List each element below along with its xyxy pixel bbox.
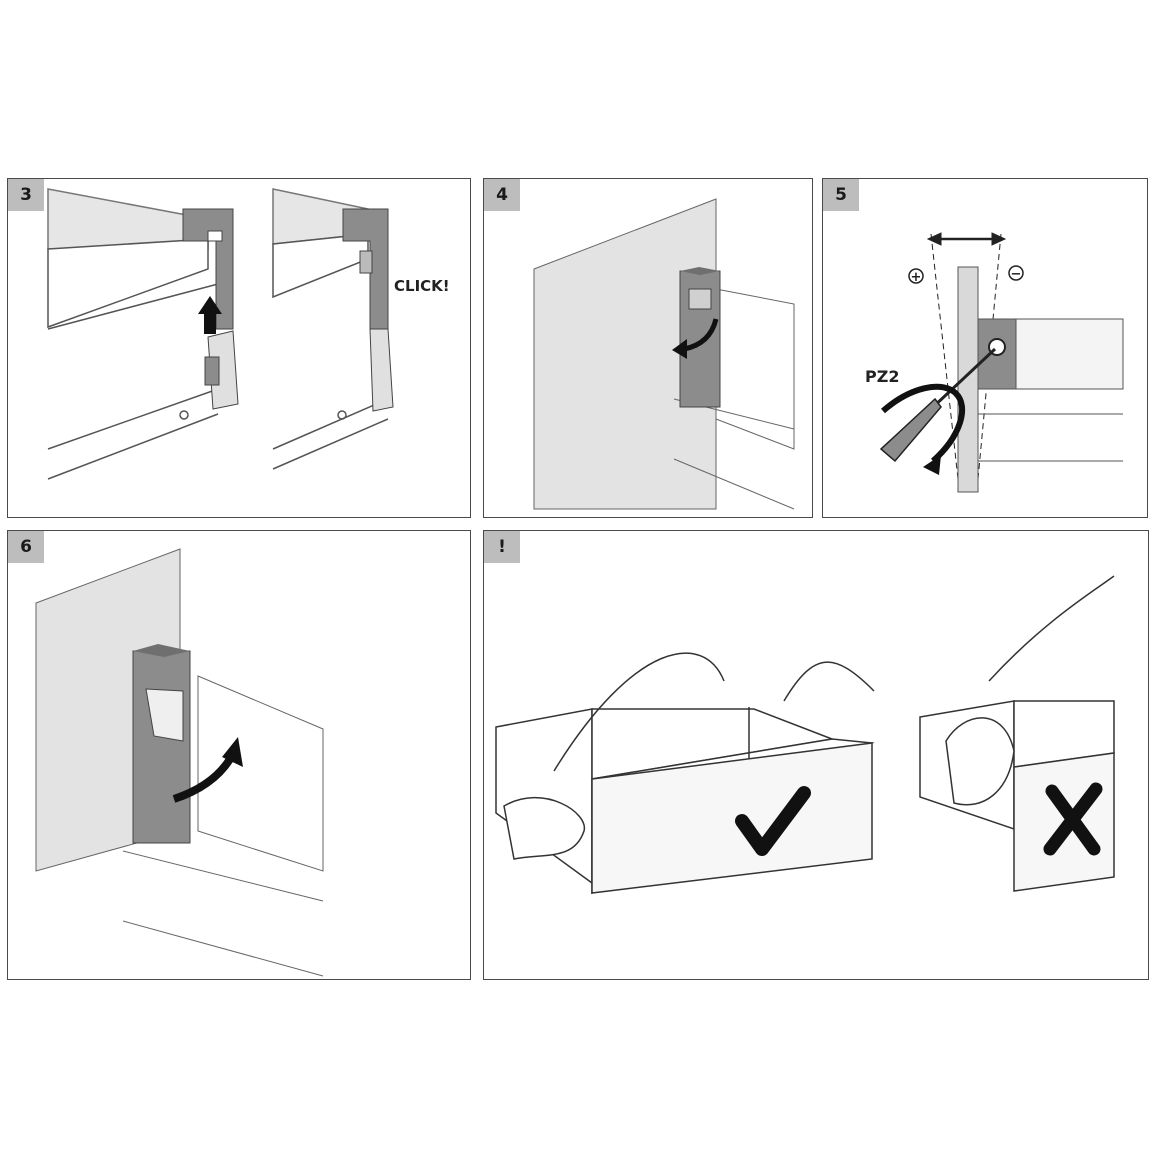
minus-icon: − xyxy=(1008,265,1024,282)
click-callout: CLICK! xyxy=(394,277,450,295)
curved-arrow-icon xyxy=(172,756,234,803)
drawer-profile xyxy=(957,266,1124,493)
front-fitting-bottom xyxy=(204,330,239,410)
drawer-front-board xyxy=(533,198,717,510)
drawer-side-panel xyxy=(715,288,795,450)
up-arrow-icon xyxy=(198,296,222,334)
cross-mark-icon xyxy=(1043,782,1103,856)
front-fitting xyxy=(132,644,191,844)
curved-arrow-icon xyxy=(683,318,719,352)
step-3-illustration: CLICK! xyxy=(47,188,450,480)
step-5-panel: 5 + − PZ2 xyxy=(822,178,1148,518)
drawer-correct xyxy=(495,707,875,895)
arm-outline xyxy=(553,652,875,772)
step-6-number: 6 xyxy=(8,531,44,563)
svg-text:+: + xyxy=(911,270,922,285)
hand-icon-incorrect xyxy=(945,717,1015,806)
step-3-panel: 3 xyxy=(7,178,471,518)
screwdriver-icon xyxy=(879,347,997,463)
front-fitting xyxy=(679,267,721,408)
step-4-illustration xyxy=(533,198,795,510)
warning-panel: ! xyxy=(483,530,1149,980)
front-fitting-clicked xyxy=(342,208,394,412)
arm-outline-incorrect xyxy=(988,575,1115,682)
check-mark-icon xyxy=(735,786,811,856)
step-3-number: 3 xyxy=(8,179,44,211)
drawer-side-panel xyxy=(197,675,324,872)
plus-icon: + xyxy=(908,268,924,285)
drawer-side-left xyxy=(47,188,219,480)
warning-number: ! xyxy=(484,531,520,563)
step-5-number: 5 xyxy=(823,179,859,211)
tool-label: PZ2 xyxy=(865,367,899,386)
step-5-illustration: + − PZ2 xyxy=(865,232,1124,493)
svg-text:−: − xyxy=(1011,267,1022,282)
step-4-panel: 4 xyxy=(483,178,813,518)
step-6-illustration xyxy=(35,548,324,977)
warning-illustration xyxy=(495,575,1115,895)
hand-icon xyxy=(503,796,585,860)
step-6-panel: 6 xyxy=(7,530,471,980)
rotate-icon xyxy=(881,383,966,464)
step-4-number: 4 xyxy=(484,179,520,211)
